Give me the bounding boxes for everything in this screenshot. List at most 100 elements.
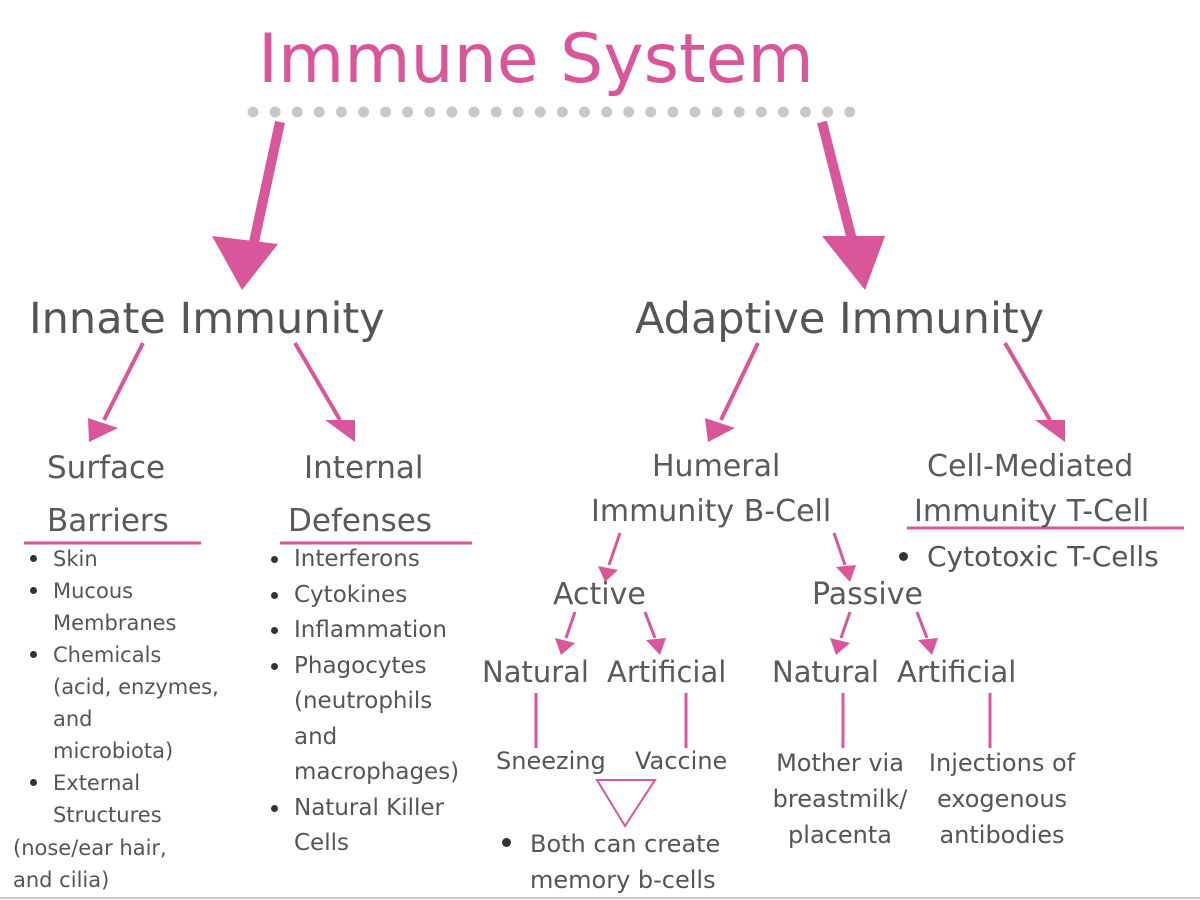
arrow-to-adaptive (817, 120, 885, 290)
arrow-to-surface-barriers (88, 342, 145, 442)
divider-dot (291, 106, 303, 118)
page-bottom-border (0, 897, 1200, 899)
list-item-text: Membranes (53, 611, 177, 635)
internal-defenses-heading-line2: Defenses (288, 503, 432, 539)
divider-dot (468, 106, 480, 118)
arrow-to-humeral (705, 342, 760, 442)
divider-dot (755, 106, 767, 118)
list-item: External (26, 767, 219, 799)
divider-dot (623, 106, 635, 118)
injections-line3: antibodies (939, 821, 1065, 849)
divider-dot (800, 106, 811, 118)
cell-mediated-list: Cytotoxic T-Cells (895, 540, 1159, 574)
list-item-text: memory b-cells (530, 866, 716, 894)
sneezing-label: Sneezing (496, 747, 606, 775)
surface-barriers-heading-line2: Barriers (47, 503, 169, 539)
divider-dot (269, 106, 281, 118)
vaccine-label: Vaccine (635, 747, 728, 775)
divider-dot (579, 106, 590, 118)
surface-barriers-heading-line1: Surface (47, 450, 166, 486)
divider-dot (733, 106, 745, 118)
list-item-text: Structures (53, 803, 162, 827)
arrow-to-active (598, 532, 622, 582)
list-item: Inflammation (267, 613, 459, 649)
internal-defenses-heading-line1: Internal (304, 450, 424, 486)
list-item-continuation: macrophages) (267, 755, 459, 791)
arrow-passive-natural (830, 611, 852, 655)
injections-block: Injections of exogenous antibodies (920, 745, 1084, 853)
list-item: Natural Killer (267, 791, 459, 827)
divider-dot (667, 106, 679, 118)
list-item-continuation: and (26, 703, 219, 735)
list-item: Phagocytes (267, 649, 459, 685)
list-item-continuation: Membranes (26, 607, 219, 639)
list-item-continuation: Cells (267, 826, 459, 862)
surface-barriers-tail-line1: (nose/ear hair, (13, 836, 167, 860)
injections-line1: Injections of (928, 749, 1076, 777)
list-item: Mucous (26, 575, 219, 607)
passive-label: Passive (812, 577, 923, 612)
list-item: Chemicals (26, 639, 219, 671)
list-item-continuation: Structures (26, 799, 219, 831)
divider-dot (313, 106, 325, 118)
list-item-text: macrophages) (294, 759, 460, 785)
divider-dot (645, 106, 657, 118)
list-item-continuation: microbiota) (26, 735, 219, 767)
list-item-text: and (53, 707, 93, 731)
innate-immunity-heading: Innate Immunity (29, 294, 385, 344)
divider-dot (490, 106, 502, 118)
humeral-heading-line2: Immunity B-Cell (591, 494, 832, 529)
surface-barriers-list: Skin Mucous Membranes Chemicals (acid, e… (26, 543, 219, 831)
divider-dot (822, 106, 834, 118)
divider-dot (247, 106, 259, 118)
divider-dot (358, 106, 369, 118)
active-artificial-label: Artificial (607, 655, 727, 689)
memory-note-list: Both can create memory b-cells (498, 826, 720, 898)
divider-dot (446, 106, 458, 118)
arrow-to-internal-defenses (293, 341, 355, 442)
cell-mediated-heading-line2: Immunity T-Cell (914, 494, 1150, 529)
adaptive-immunity-heading: Adaptive Immunity (635, 294, 1045, 344)
list-item-text: Cells (294, 830, 349, 856)
divider-dot (777, 106, 789, 118)
injections-line2: exogenous (936, 785, 1068, 813)
list-item-text: microbiota) (53, 739, 174, 763)
list-item-text: and (294, 723, 338, 750)
surface-barriers-tail-line2: and cilia) (13, 868, 110, 892)
arrow-to-cell-mediated (1003, 341, 1065, 442)
triangle-marker (595, 779, 657, 828)
list-item-continuation: memory b-cells (498, 862, 720, 898)
divider-dot (402, 106, 414, 118)
page-title: Immune System (258, 20, 814, 99)
cell-mediated-heading-line1: Cell-Mediated (927, 449, 1134, 484)
divider-dot (534, 106, 546, 118)
divider-dot (556, 106, 568, 118)
list-item: Both can create (498, 826, 720, 862)
arrow-to-innate (212, 120, 285, 290)
arrow-active-artificial (643, 611, 666, 655)
list-item: Skin (26, 543, 219, 575)
arrow-to-passive (832, 532, 856, 582)
list-item: Interferons (267, 542, 459, 578)
divider-dot (380, 106, 392, 118)
active-natural-label: Natural (482, 655, 589, 689)
mother-line2: breastmilk/ (772, 785, 908, 813)
mother-line1: Mother via (776, 749, 904, 777)
divider-dot (601, 106, 613, 118)
divider-dot (844, 106, 856, 118)
list-item-text: (acid, enzymes, (53, 675, 219, 699)
passive-artificial-label: Artificial (897, 655, 1017, 689)
list-item: Cytokines (267, 578, 459, 614)
arrow-active-natural (555, 611, 577, 655)
list-item-continuation: (acid, enzymes, (26, 671, 219, 703)
divider-dot (711, 106, 723, 118)
divider-dot (689, 106, 701, 118)
humeral-heading-line1: Humeral (652, 449, 781, 484)
divider-dot (424, 106, 436, 118)
mother-line3: placenta (788, 821, 892, 849)
list-item: Cytotoxic T-Cells (895, 540, 1159, 574)
title-dotted-divider (247, 106, 856, 118)
list-item-text: (neutrophils (294, 688, 433, 714)
list-item-continuation: (neutrophils (267, 684, 459, 720)
